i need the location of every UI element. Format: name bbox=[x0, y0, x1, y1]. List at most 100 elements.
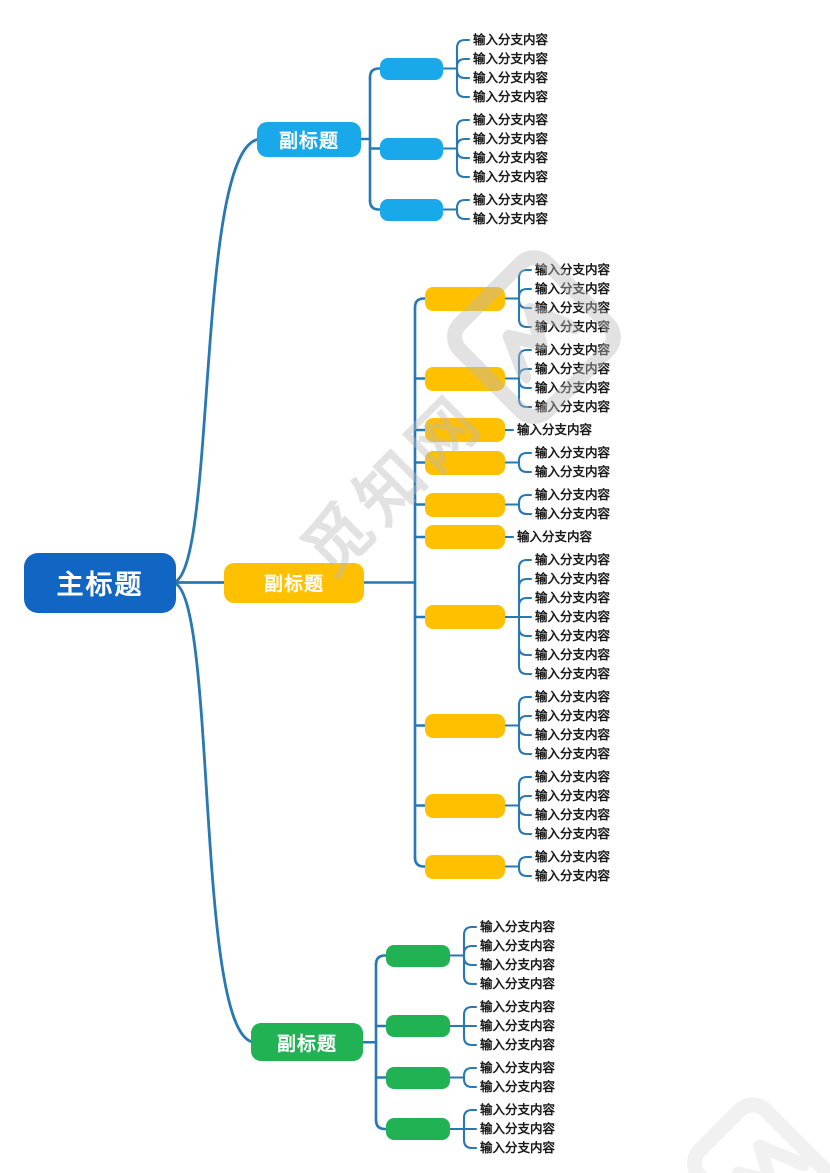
connector-line bbox=[462, 1066, 478, 1078]
leaf-label[interactable]: 输入分支内容 bbox=[535, 380, 611, 395]
leaf-label[interactable]: 输入分支内容 bbox=[480, 938, 556, 953]
branch-child-node[interactable] bbox=[425, 286, 505, 311]
connector-line bbox=[455, 118, 471, 130]
leaf-label[interactable]: 输入分支内容 bbox=[535, 807, 611, 822]
leaf-label[interactable]: 输入分支内容 bbox=[480, 1140, 556, 1155]
connector-line bbox=[462, 974, 478, 986]
leaf-label[interactable]: 输入分支内容 bbox=[535, 361, 611, 376]
leaf-label[interactable]: 输入分支内容 bbox=[480, 1079, 556, 1094]
leaf-label[interactable]: 输入分支内容 bbox=[535, 506, 611, 521]
leaf-label[interactable]: 输入分支内容 bbox=[517, 529, 593, 544]
connector-line bbox=[517, 317, 533, 329]
connector-line bbox=[517, 493, 533, 505]
leaf-label[interactable]: 输入分支内容 bbox=[535, 445, 611, 460]
branch-node-top[interactable]: 副标题 bbox=[257, 121, 361, 157]
leaf-label[interactable]: 输入分支内容 bbox=[535, 552, 611, 567]
branch-child-node[interactable] bbox=[425, 366, 505, 391]
connector-line bbox=[517, 596, 533, 608]
leaf-label[interactable]: 输入分支内容 bbox=[535, 868, 611, 883]
branch-child-node[interactable] bbox=[425, 854, 505, 879]
connector-line bbox=[374, 1118, 388, 1131]
leaf-label[interactable]: 输入分支内容 bbox=[473, 169, 549, 184]
connector-line bbox=[517, 298, 533, 310]
connector-line bbox=[517, 451, 533, 463]
connector-line bbox=[517, 794, 533, 806]
leaf-label[interactable]: 输入分支内容 bbox=[473, 192, 549, 207]
leaf-label[interactable]: 输入分支内容 bbox=[535, 300, 611, 315]
branch-child-node[interactable] bbox=[386, 1118, 450, 1140]
leaf-label[interactable]: 输入分支内容 bbox=[480, 1102, 556, 1117]
leaf-label[interactable]: 输入分支内容 bbox=[480, 919, 556, 934]
leaf-label[interactable]: 输入分支内容 bbox=[535, 464, 611, 479]
branch-child-node[interactable] bbox=[386, 944, 450, 967]
leaf-label[interactable]: 输入分支内容 bbox=[473, 131, 549, 146]
leaf-label[interactable]: 输入分支内容 bbox=[535, 746, 611, 761]
leaf-label[interactable]: 输入分支内容 bbox=[480, 999, 556, 1014]
leaf-label[interactable]: 输入分支内容 bbox=[535, 571, 611, 586]
leaf-label[interactable]: 输入分支内容 bbox=[535, 399, 611, 414]
leaf-label[interactable]: 输入分支内容 bbox=[535, 689, 611, 704]
leaf-label[interactable]: 输入分支内容 bbox=[535, 487, 611, 502]
connector-line bbox=[517, 558, 533, 570]
branch-child-node[interactable] bbox=[380, 198, 443, 221]
leaf-label[interactable]: 输入分支内容 bbox=[473, 112, 549, 127]
leaf-label[interactable]: 输入分支内容 bbox=[535, 319, 611, 334]
connector-line bbox=[517, 626, 533, 638]
connector-line bbox=[517, 714, 533, 726]
branch-child-node[interactable] bbox=[425, 525, 505, 549]
leaf-label[interactable]: 输入分支内容 bbox=[473, 150, 549, 165]
connector-line bbox=[462, 1138, 478, 1150]
leaf-label[interactable]: 输入分支内容 bbox=[535, 666, 611, 681]
leaf-label[interactable]: 输入分支内容 bbox=[480, 1060, 556, 1075]
leaf-label[interactable]: 输入分支内容 bbox=[480, 1018, 556, 1033]
leaf-label[interactable]: 输入分支内容 bbox=[480, 1121, 556, 1136]
branch-node-bottom[interactable]: 副标题 bbox=[251, 1023, 363, 1062]
branch-child-node[interactable] bbox=[380, 57, 443, 80]
leaf-label[interactable]: 输入分支内容 bbox=[535, 708, 611, 723]
connector-line bbox=[462, 955, 478, 967]
branch-child-node[interactable] bbox=[425, 713, 505, 738]
leaf-label[interactable]: 输入分支内容 bbox=[535, 849, 611, 864]
branch-child-node[interactable] bbox=[380, 137, 443, 160]
branch-node-middle[interactable]: 副标题 bbox=[224, 562, 364, 603]
leaf-label[interactable]: 输入分支内容 bbox=[535, 342, 611, 357]
connector-line bbox=[517, 805, 533, 817]
leaf-label[interactable]: 输入分支内容 bbox=[535, 826, 611, 841]
leaf-label[interactable]: 输入分支内容 bbox=[473, 32, 549, 47]
leaf-label[interactable]: 输入分支内容 bbox=[473, 89, 549, 104]
branch-child-node[interactable] bbox=[386, 1015, 450, 1037]
leaf-label[interactable]: 输入分支内容 bbox=[480, 957, 556, 972]
leaf-label[interactable]: 输入分支内容 bbox=[473, 51, 549, 66]
leaf-label[interactable]: 输入分支内容 bbox=[535, 727, 611, 742]
connector-line bbox=[413, 297, 427, 309]
leaf-label[interactable]: 输入分支内容 bbox=[535, 590, 611, 605]
branch-child-node[interactable] bbox=[425, 492, 505, 517]
branch-child-node[interactable] bbox=[425, 605, 505, 629]
leaf-label[interactable]: 输入分支内容 bbox=[473, 70, 549, 85]
leaf-label[interactable]: 输入分支内容 bbox=[535, 788, 611, 803]
connector-line bbox=[455, 38, 471, 50]
leaf-label[interactable]: 输入分支内容 bbox=[480, 976, 556, 991]
leaf-label[interactable]: 输入分支内容 bbox=[535, 609, 611, 624]
branch-child-node[interactable] bbox=[425, 450, 505, 475]
leaf-label[interactable]: 输入分支内容 bbox=[517, 422, 593, 437]
connector-line bbox=[462, 1005, 478, 1017]
leaf-label[interactable]: 输入分支内容 bbox=[535, 281, 611, 296]
leaf-label[interactable]: 输入分支内容 bbox=[480, 1037, 556, 1052]
main-topic-node[interactable]: 主标题 bbox=[24, 552, 176, 613]
leaf-label[interactable]: 输入分支内容 bbox=[535, 628, 611, 643]
connector-line bbox=[517, 287, 533, 299]
branch-child-node[interactable] bbox=[386, 1066, 450, 1089]
branch-child-node[interactable] bbox=[425, 793, 505, 818]
connector-line bbox=[517, 397, 533, 409]
connector-line bbox=[517, 645, 533, 657]
leaf-label[interactable]: 输入分支内容 bbox=[535, 647, 611, 662]
connector-line bbox=[455, 68, 471, 80]
leaf-label[interactable]: 输入分支内容 bbox=[535, 769, 611, 784]
connector-line bbox=[170, 581, 257, 1044]
branch-child-node[interactable] bbox=[425, 418, 505, 442]
leaf-label[interactable]: 输入分支内容 bbox=[473, 211, 549, 226]
leaf-label[interactable]: 输入分支内容 bbox=[535, 262, 611, 277]
